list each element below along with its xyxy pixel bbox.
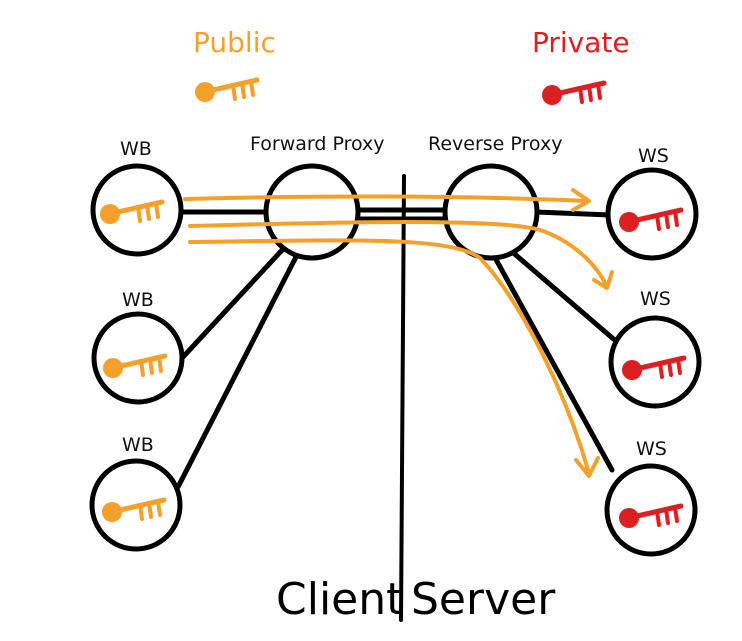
legend-private-key-icon (542, 80, 607, 105)
public-key-icon (103, 353, 168, 378)
client-side-label: Client (276, 574, 403, 625)
forward-proxy-node: Forward Proxy (250, 133, 385, 261)
link-reverse-proxy-server2 (507, 247, 620, 345)
client-node-label: WB (120, 138, 152, 160)
flow-arrow-to-server-3 (188, 238, 600, 478)
forward-proxy-label: Forward Proxy (250, 133, 385, 155)
client-node-1: WB (90, 138, 184, 257)
flow-arrows (183, 188, 614, 478)
legend-private-label: Private (532, 26, 630, 59)
legend-public-key-icon (195, 77, 260, 102)
client-server-divider (399, 174, 406, 622)
server-side-label: Server (411, 574, 556, 625)
reverse-proxy-node: Reverse Proxy (428, 133, 562, 261)
public-key-icon (102, 497, 167, 522)
flow-arrow-to-server-2 (188, 220, 614, 290)
private-key-icon (619, 503, 684, 528)
client-node-label: WB (122, 434, 154, 456)
client-node-2: WB (91, 289, 185, 405)
server-node-label: WS (638, 145, 669, 167)
server-node-3: WS (604, 438, 698, 557)
link-reverse-proxy-server3 (490, 251, 615, 473)
legend-public-label: Public (193, 26, 276, 59)
server-node-1: WS (605, 145, 699, 261)
flow-arrow-to-server-1 (183, 188, 591, 212)
private-key-icon (619, 207, 684, 232)
link-client3-forward-proxy (175, 250, 301, 490)
client-node-3: WB (89, 434, 183, 552)
private-key-icon (622, 355, 687, 380)
reverse-proxy-label: Reverse Proxy (428, 133, 562, 155)
link-reverse-proxy-server1 (533, 209, 613, 218)
connection-lines (175, 207, 620, 490)
server-node-label: WS (640, 288, 671, 310)
public-key-icon (100, 199, 165, 224)
client-node-label: WB (122, 289, 154, 311)
link-client2-forward-proxy (180, 245, 287, 360)
server-node-2: WS (608, 288, 702, 409)
server-node-label: WS (636, 438, 667, 460)
